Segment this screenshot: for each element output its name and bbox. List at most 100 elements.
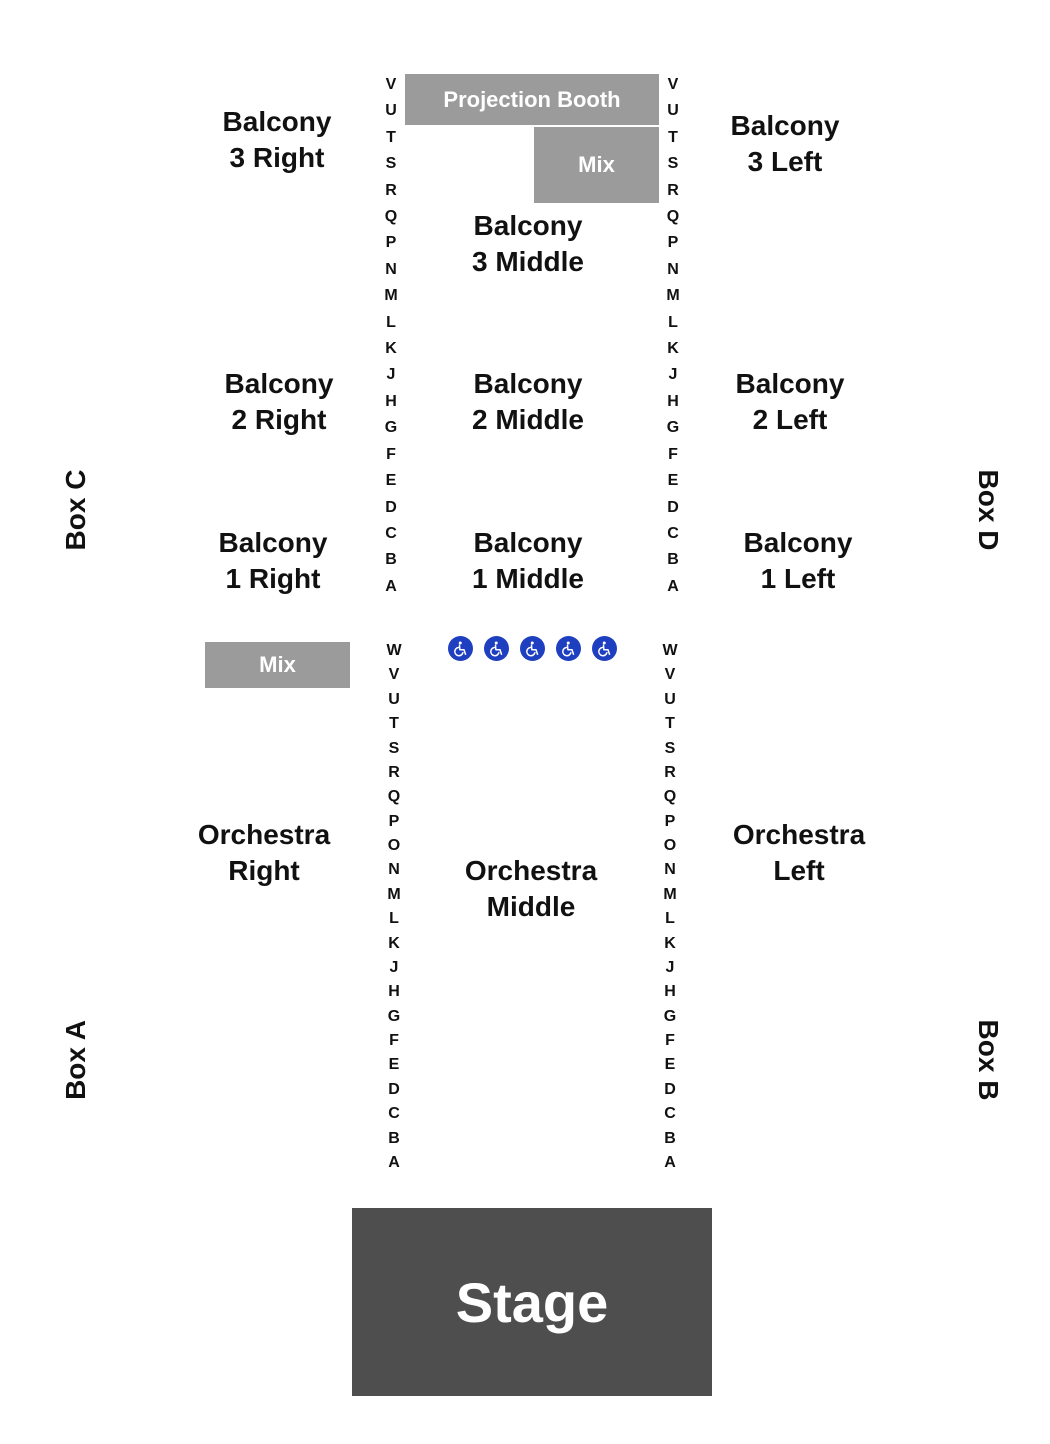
mix-label: Mix [259,652,296,677]
section-balcony-3-right[interactable]: Balcony 3 Right [223,104,332,176]
row-label: J [389,958,399,976]
projection-booth-label: Projection Booth [443,86,621,112]
row-label: B [667,551,679,569]
row-label: P [664,812,676,830]
box-label: Box C [60,469,91,551]
row-label: E [664,1056,676,1074]
row-label: K [664,934,676,952]
row-label: B [388,1129,400,1147]
row-label: S [385,155,397,173]
row-label: C [388,1105,400,1123]
section-label: 2 Left [752,404,828,435]
row-label: F [386,445,396,463]
row-label: U [385,102,397,120]
row-label: Q [666,208,680,226]
row-label: J [668,366,678,384]
row-label: T [386,128,396,146]
section-balcony-2-right[interactable]: Balcony 2 Right [225,366,334,438]
section-label: 1 Middle [471,563,585,594]
section-label: Balcony [473,368,583,399]
row-label: M [387,885,401,903]
row-label: T [389,715,399,733]
row-label: L [668,313,678,331]
section-label: 3 Left [747,146,823,177]
row-label: N [388,861,400,879]
row-label: K [385,340,397,358]
row-label: B [385,551,397,569]
section-balcony-1-left[interactable]: Balcony 1 Left [744,525,853,597]
stage: Stage [352,1208,712,1396]
section-label: Middle [486,891,576,922]
row-label: E [388,1056,400,1074]
section-label: Orchestra [197,819,331,850]
row-label: R [388,763,400,781]
section-label: Orchestra [732,819,866,850]
row-label: H [664,983,676,1001]
section-balcony-3-middle[interactable]: Balcony 3 Middle [472,208,584,280]
section-label: Orchestra [464,855,598,886]
section-orchestra-right[interactable]: Orchestra Right [198,817,330,889]
box-label: Box A [60,1020,91,1100]
row-label: M [663,885,677,903]
section-balcony-2-middle[interactable]: Balcony 2 Middle [472,366,584,438]
row-label: D [664,1080,676,1098]
section-balcony-2-left[interactable]: Balcony 2 Left [736,366,845,438]
wheelchair-icon[interactable] [520,636,545,661]
wheelchair-icon[interactable] [556,636,581,661]
row-label: W [386,642,402,659]
section-label: Balcony [473,527,583,558]
section-balcony-3-left[interactable]: Balcony 3 Left [731,108,840,180]
section-label: 1 Right [225,563,321,594]
row-label: D [388,1080,400,1098]
section-label: 1 Left [760,563,836,594]
row-label: C [664,1105,676,1123]
row-label: O [663,837,677,854]
row-label: A [385,577,397,595]
section-label: Balcony [222,106,332,137]
section-orchestra-left[interactable]: Orchestra Left [733,817,865,889]
row-label: E [385,472,397,490]
section-label: 3 Middle [471,246,585,277]
row-label: S [664,739,676,757]
section-label: 3 Right [229,142,325,173]
wheelchair-icon[interactable] [484,636,509,661]
box-d[interactable]: Box D [972,470,1004,551]
section-label: Balcony [743,527,853,558]
row-label: P [388,812,400,830]
box-c[interactable]: Box C [60,470,92,551]
section-balcony-1-middle[interactable]: Balcony 1 Middle [472,525,584,597]
row-label: A [667,577,679,595]
row-label: F [665,1032,675,1049]
projection-booth: Projection Booth [405,74,659,125]
box-a[interactable]: Box A [60,1020,92,1100]
box-b[interactable]: Box B [972,1020,1004,1101]
row-label: A [388,1153,400,1171]
row-label: J [665,958,675,976]
wheelchair-icon[interactable] [448,636,473,661]
row-label: Q [384,208,398,226]
accessible-seating-row[interactable] [448,636,617,661]
row-label: N [664,861,676,879]
section-balcony-1-right[interactable]: Balcony 1 Right [219,525,328,597]
row-label: B [664,1129,676,1147]
row-label: C [385,524,397,542]
row-label: K [388,934,400,952]
row-label: U [388,690,400,708]
section-label: 2 Middle [471,404,585,435]
box-label: Box D [973,469,1004,551]
row-label: V [667,76,679,93]
row-label: Q [663,788,677,806]
wheelchair-icon[interactable] [592,636,617,661]
row-label: G [663,1007,677,1025]
row-label: J [386,366,396,384]
row-label: N [385,260,397,278]
mix-position-upper: Mix [534,127,659,203]
row-label: V [664,666,676,684]
section-orchestra-middle[interactable]: Orchestra Middle [465,853,597,925]
section-label: 2 Right [231,404,327,435]
row-label: C [667,524,679,542]
